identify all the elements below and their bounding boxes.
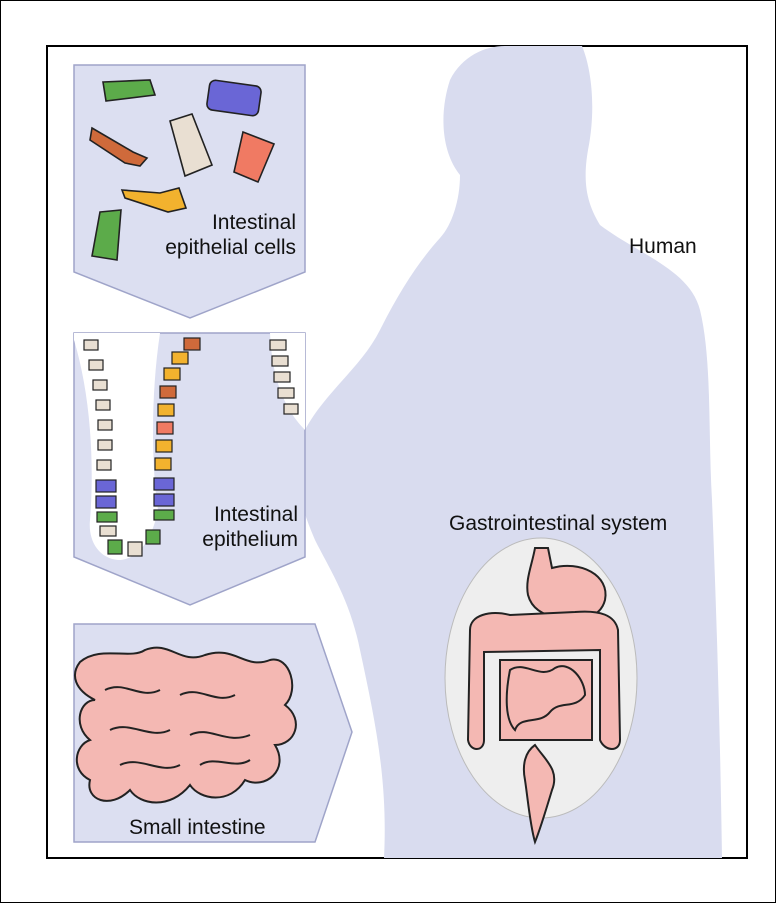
label-epithelium-line1: Intestinal	[214, 503, 298, 526]
label-cells-line2: epithelial cells	[165, 236, 296, 259]
label-gi-system: Gastrointestinal system	[449, 511, 667, 536]
label-epithelium-line2: epithelium	[202, 528, 298, 551]
label-cells-line1: Intestinal	[212, 211, 296, 234]
label-small-intestine-text: Small intestine	[129, 816, 266, 839]
panel-epithelium	[74, 333, 305, 605]
label-small-intestine: Small intestine	[129, 815, 266, 840]
small-intestine-drawing	[75, 648, 296, 803]
panel-small-intestine	[74, 624, 352, 842]
panel-cells	[74, 65, 305, 318]
label-epithelium: Intestinal epithelium	[182, 502, 298, 552]
label-cells: Intestinal epithelial cells	[196, 210, 296, 260]
label-human: Human	[629, 234, 697, 259]
